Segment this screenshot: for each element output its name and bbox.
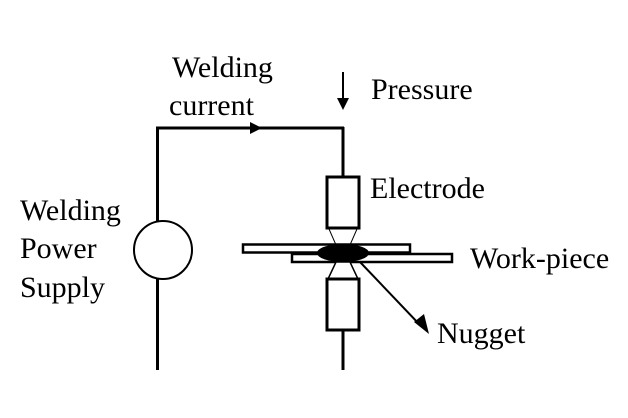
upper-electrode-tip [328,228,358,246]
welding-current-label-line2: current [169,89,255,122]
weld-nugget [317,244,369,262]
power-supply-symbol [133,220,193,280]
pressure-label: Pressure [371,73,473,106]
lower-electrode-tip [326,261,360,280]
power-supply-label-line3: Supply [20,271,105,304]
electrode-label: Electrode [370,172,485,205]
lower-electrode [325,277,361,332]
nugget-pointer-shaft [359,261,421,326]
power-supply-label-line1: Welding [20,194,121,227]
current-direction-arrow-icon [250,122,262,134]
pressure-arrow-icon [337,98,349,110]
nugget-pointer-arrow-icon [414,314,429,334]
work-piece-label: Work-piece [470,242,609,275]
nugget-label: Nugget [437,317,526,350]
power-supply-label-line2: Power [20,232,97,265]
welding-current-label-line1: Welding [172,51,273,84]
upper-electrode [325,175,361,230]
bottom-sheet [290,252,454,264]
